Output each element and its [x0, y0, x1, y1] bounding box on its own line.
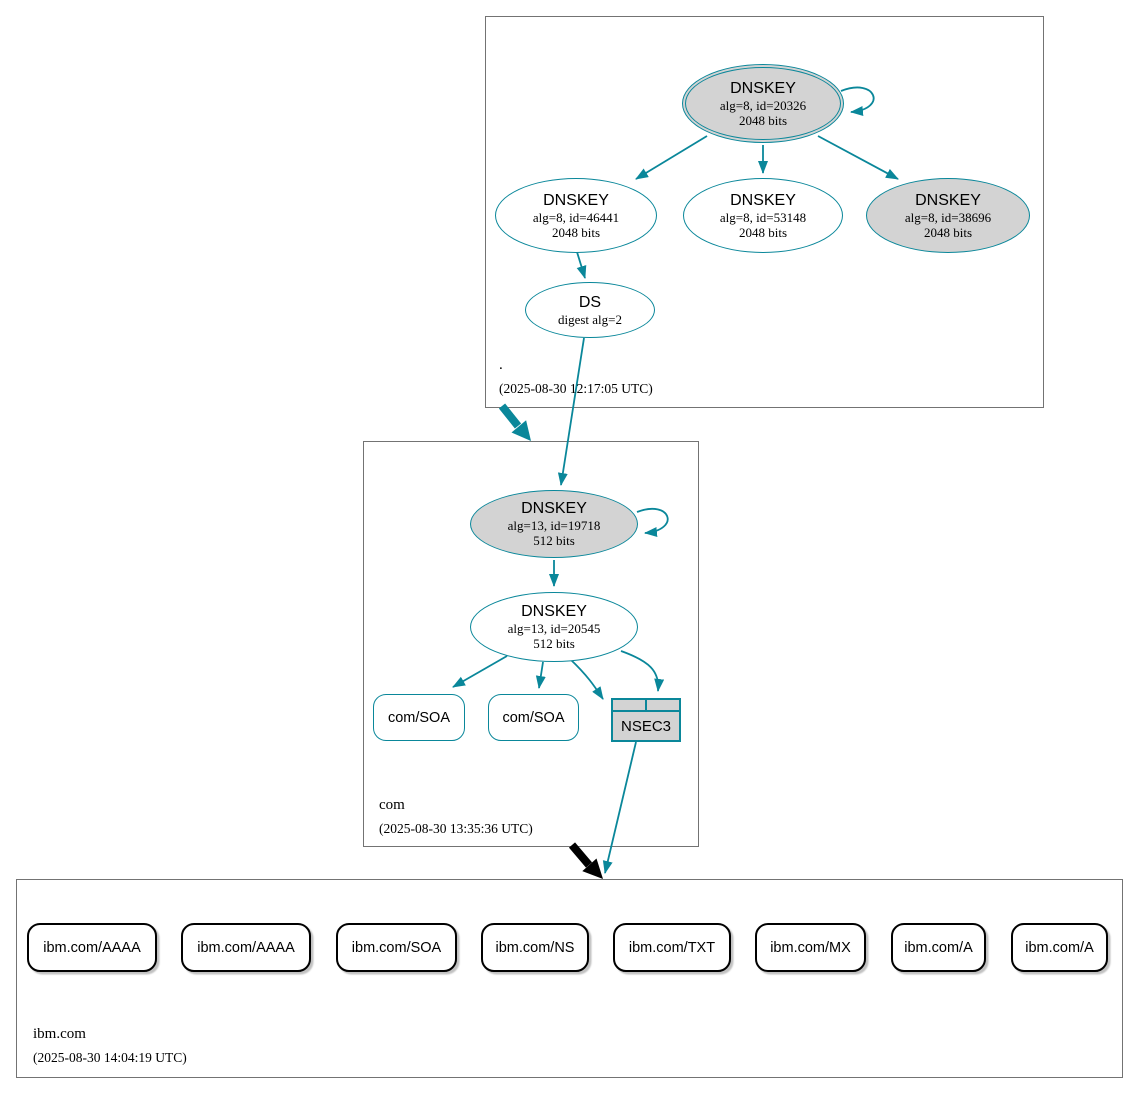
node-detail: digest alg=2 [557, 311, 623, 327]
dnskey-com-zsk-20545: DNSKEY alg=13, id=20545 512 bits [470, 592, 638, 662]
dnskey-root-zsk-53148: DNSKEY alg=8, id=53148 2048 bits [683, 178, 843, 253]
node-detail: alg=13, id=19718 [507, 518, 601, 533]
rrset-label: ibm.com/NS [495, 939, 575, 956]
rrset-com-soa-2: com/SOA [488, 694, 579, 741]
zone-timestamp-root: (2025-08-30 12:17:05 UTC) [499, 381, 653, 396]
rrset-ibm-a-2: ibm.com/A [1011, 923, 1108, 972]
node-title: DNSKEY [730, 79, 796, 97]
zone-label-ibm: ibm.com [33, 1026, 86, 1042]
rrset-ibm-soa: ibm.com/SOA [336, 923, 457, 972]
nsec3-header-cells [613, 700, 679, 712]
rrset-label: ibm.com/A [1025, 939, 1094, 956]
node-detail: alg=8, id=53148 [719, 209, 807, 225]
delegation-arrow-root-to-com [498, 403, 531, 441]
zone-timestamp-com: (2025-08-30 13:35:36 UTC) [379, 821, 533, 836]
node-title: DNSKEY [521, 500, 587, 517]
rrset-label: ibm.com/MX [770, 939, 851, 956]
zone-box-root [485, 16, 1044, 408]
node-title: DNSKEY [521, 603, 587, 620]
nsec3-node: NSEC3 [611, 698, 681, 742]
dnskey-root-zsk-46441: DNSKEY alg=8, id=46441 2048 bits [495, 178, 657, 253]
rrset-ibm-aaaa-2: ibm.com/AAAA [181, 923, 311, 972]
node-title: DS [578, 293, 602, 311]
node-title: DNSKEY [915, 191, 981, 209]
zone-timestamp-ibm: (2025-08-30 14:04:19 UTC) [33, 1050, 187, 1065]
rrset-label: ibm.com/AAAA [197, 939, 295, 956]
rrset-ibm-a-1: ibm.com/A [891, 923, 986, 972]
rrset-ibm-ns: ibm.com/NS [481, 923, 589, 972]
delegation-arrow-com-to-ibm [568, 842, 603, 879]
rrset-label: com/SOA [502, 709, 565, 726]
ds-root-com: DS digest alg=2 [525, 282, 655, 338]
zone-label-root: . [499, 357, 503, 373]
rrset-ibm-txt: ibm.com/TXT [613, 923, 731, 972]
rrset-ibm-aaaa-1: ibm.com/AAAA [27, 923, 157, 972]
node-detail: 2048 bits [551, 224, 601, 240]
node-detail: alg=13, id=20545 [507, 621, 601, 636]
dnskey-com-ksk-19718: DNSKEY alg=13, id=19718 512 bits [470, 490, 638, 558]
nsec3-label: NSEC3 [620, 717, 672, 735]
zone-box-ibm [16, 879, 1123, 1078]
rrset-label: ibm.com/TXT [628, 939, 716, 956]
node-detail: alg=8, id=38696 [904, 209, 992, 225]
rrset-com-soa-1: com/SOA [373, 694, 465, 741]
zone-box-com [363, 441, 699, 847]
dnskey-root-zsk-38696: DNSKEY alg=8, id=38696 2048 bits [866, 178, 1030, 253]
node-detail: 2048 bits [738, 112, 788, 128]
node-detail: alg=8, id=46441 [532, 209, 620, 225]
zone-label-com: com [379, 797, 405, 813]
rrset-label: ibm.com/AAAA [43, 939, 141, 956]
rrset-ibm-mx: ibm.com/MX [755, 923, 866, 972]
node-detail: 2048 bits [738, 224, 788, 240]
rrset-label: com/SOA [387, 709, 451, 726]
dnskey-root-ksk-20326: DNSKEY alg=8, id=20326 2048 bits [682, 64, 844, 143]
node-detail: 512 bits [533, 636, 575, 651]
node-detail: alg=8, id=20326 [719, 97, 807, 113]
node-title: DNSKEY [730, 191, 796, 209]
rrset-label: ibm.com/SOA [351, 939, 442, 956]
node-detail: 2048 bits [923, 224, 973, 240]
node-title: DNSKEY [543, 191, 609, 209]
node-detail: 512 bits [533, 533, 575, 548]
rrset-label: ibm.com/A [904, 939, 973, 956]
